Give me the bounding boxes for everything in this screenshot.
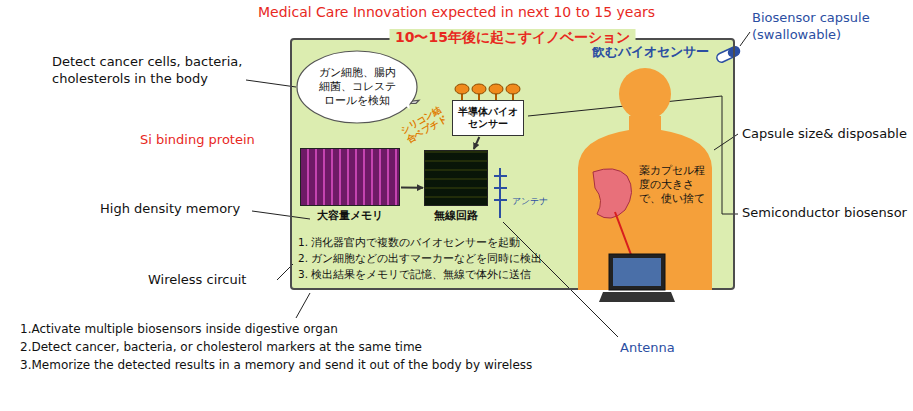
box-label: 半導体バイオセンサー — [456, 106, 520, 131]
annotation: High density memory — [100, 201, 240, 218]
protein — [506, 84, 520, 94]
list-item: 1.Activate multiple biosensors inside di… — [20, 322, 580, 338]
proteins — [455, 84, 520, 100]
speech-bubble: ガン細胞、腸内細菌、コレステロールを検知 — [296, 50, 418, 124]
body-torso — [578, 116, 712, 290]
protein — [472, 84, 486, 94]
biosensor-box: 半導体バイオセンサー — [452, 100, 524, 136]
connector-arrow — [401, 186, 423, 188]
capsule-heading: 飲むバイオセンサー — [592, 44, 709, 61]
stomach-organ — [593, 169, 632, 218]
laptop-base — [599, 292, 675, 302]
wireless-circuit: 無線回路 — [424, 150, 488, 226]
bubble-shape — [297, 51, 417, 123]
annotation: Semiconductor biosensor — [742, 205, 907, 222]
antenna-symbol — [494, 168, 507, 218]
annotation: Capsule size& disposable — [742, 126, 907, 143]
antenna-bar — [494, 175, 507, 177]
panel-fill — [291, 39, 734, 289]
annotation: Si binding protein — [140, 132, 255, 149]
connector-arrow — [474, 137, 479, 149]
leader-lines — [246, 32, 750, 337]
list-item: 2. ガン細胞などの出すマーカーなどを同時に検出 — [298, 252, 542, 265]
laptop-display — [613, 258, 661, 286]
chip-label: 大容量メモリ — [300, 209, 400, 223]
leader-line — [246, 80, 296, 87]
protein — [489, 84, 503, 94]
list-item: 1. 消化器官内で複数のバイオセンサーを起動 — [298, 236, 520, 249]
antenna-label: アンテナ — [512, 196, 548, 208]
annotation: Wireless circuit — [148, 272, 246, 289]
laptop-screen — [609, 254, 665, 290]
innovation-panel: 10〜15年後に起こすイノベーション1. 消化器官内で複数のバイオセンサーを起動… — [290, 38, 735, 290]
list-item: 3.Memorize the detected results in a mem… — [20, 358, 560, 374]
protein — [455, 84, 469, 94]
body-head — [619, 68, 671, 120]
leader-line — [740, 32, 750, 46]
capsule-pill — [715, 45, 741, 63]
bubble-tail-cover — [398, 99, 409, 109]
antenna-bar — [494, 187, 507, 189]
memory-chip: 大容量メモリ — [300, 148, 400, 226]
circuit-chip-image — [424, 150, 488, 206]
panel-heading: 10〜15年後に起こすイノベーション — [389, 29, 636, 47]
body-silhouette: 薬カプセル程度の大きさで、使い捨て — [575, 64, 715, 292]
leader-line — [296, 293, 310, 318]
leader-line — [252, 211, 310, 219]
annotation: Antenna — [620, 340, 675, 357]
laptop-icon — [599, 254, 675, 302]
annotation: Biosensor capsule (swallowable) — [752, 10, 907, 44]
list-item: 2.Detect cancer, bacteria, or cholestero… — [20, 340, 580, 356]
chip-label: 無線回路 — [424, 209, 488, 223]
antenna-bar — [494, 199, 507, 201]
pill-body — [715, 45, 741, 63]
annotation: Detect cancer cells, bacteria, cholester… — [52, 54, 288, 88]
signal-line — [615, 212, 633, 260]
list-item: 3. 検出結果をメモリで記憶、無線で体外に送信 — [298, 268, 531, 281]
body-text: 薬カプセル程度の大きさで、使い捨て — [639, 164, 709, 205]
memory-chip-image — [300, 148, 400, 206]
bubble-text: ガン細胞、腸内細菌、コレステロールを検知 — [314, 66, 400, 107]
